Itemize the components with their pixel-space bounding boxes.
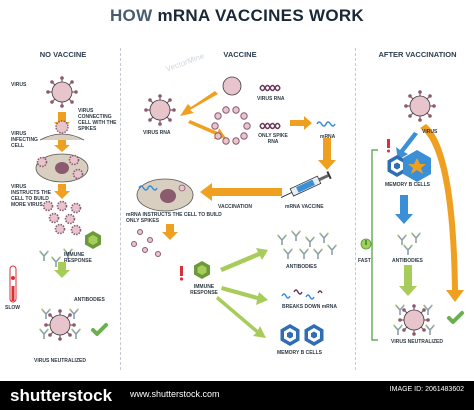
label-antibodies: ANTIBODIES	[74, 297, 105, 303]
slow-indicator-icon	[9, 265, 17, 303]
spike-rna-icon	[259, 122, 281, 130]
label-virus-instructs: VIRUS INSTRUCTS THE CELL TO BUILD MORE V…	[11, 184, 51, 208]
check-icon	[91, 323, 108, 336]
broken-mrna-icon	[281, 289, 323, 300]
virus-icon	[45, 75, 79, 109]
infected-cell-icon	[35, 153, 89, 183]
antibodies-after-icon	[396, 231, 422, 256]
memory-b-cell-large-icon	[403, 150, 431, 182]
label-slow: SLOW	[5, 305, 20, 311]
neutralized-virus-icon	[38, 307, 82, 342]
footer-image-id: IMAGE ID: 2061483602	[389, 386, 464, 393]
arrow-right-icon	[290, 116, 312, 130]
page-title: HOW mRNA VACCINES WORK	[109, 6, 365, 25]
arrow-left-icon	[180, 91, 218, 116]
label-memory-b-cells: MEMORY B CELLS	[385, 182, 431, 188]
label-immune-response: IMMUNE RESPONSE	[64, 252, 92, 264]
footer-site: www.shutterstock.com	[130, 389, 220, 399]
check-after-icon	[447, 311, 464, 324]
label-fast: FAST	[358, 258, 371, 264]
arrow-long-down-icon	[420, 124, 464, 302]
virus-after-icon	[403, 89, 437, 123]
spikes-cluster-icon	[131, 229, 161, 257]
arrow-down-icon	[54, 184, 70, 199]
arrow-down-left-icon	[396, 132, 418, 160]
arrow-down-icon	[399, 265, 417, 296]
alert-icon	[387, 139, 390, 153]
label-virus-rna-left: VIRUS RNA	[143, 130, 171, 136]
vaccinated-cell-icon	[136, 178, 194, 212]
label-virus-rna-top: VIRUS RNA	[257, 96, 285, 102]
memory-b-cells-icon	[280, 324, 324, 346]
arrow-up-right-icon	[220, 248, 268, 272]
arrow-left-icon	[200, 183, 282, 201]
arrow-down-icon	[318, 138, 336, 170]
label-virus-infecting: VIRUS INFECTING CELL	[11, 131, 38, 149]
arrow-down-icon	[54, 262, 70, 278]
section-no-vaccine: NO VACCINE	[39, 50, 87, 59]
label-breaks-down: BREAKS DOWN mRNA	[282, 304, 337, 310]
immune-cell-icon	[85, 231, 101, 249]
shutterstock-logo: shutterstock	[10, 386, 113, 405]
arrow-down-icon	[162, 224, 178, 240]
diagram-canvas	[9, 75, 464, 346]
divider-right	[355, 48, 356, 370]
label-vaccination: VACCINATION	[218, 204, 252, 210]
neutralized-virus-after-icon	[392, 303, 436, 337]
label-antibodies: ANTIBODIES	[286, 264, 317, 270]
virus-rna-left-icon	[143, 93, 177, 127]
label-virus-neutralized: VIRUS NEUTRALIZED	[34, 358, 86, 364]
label-virus-neutralized: VIRUS NEUTRALIZED	[391, 339, 443, 345]
label-virus: VIRUS	[422, 129, 438, 135]
arrow-down-icon	[395, 195, 413, 224]
label-mrna-vaccine: mRNA VACCINE	[285, 204, 324, 210]
arrow-down-icon	[54, 140, 70, 152]
label-only-spike-rna: ONLY SPIKE RNA	[258, 133, 288, 145]
divider-left	[120, 48, 121, 370]
arrow-down-right-icon	[216, 296, 266, 338]
red-alert-icon	[179, 266, 184, 281]
virus-vaccine-icon	[222, 76, 242, 96]
fast-indicator-icon	[360, 149, 378, 341]
immune-cell-icon	[194, 261, 210, 279]
label-mrna: mRNA	[320, 134, 336, 140]
label-memory-b-cells: MEMORY B CELLS	[277, 350, 323, 356]
label-antibodies: ANTIBODIES	[392, 258, 423, 264]
antibodies-cluster-icon	[276, 229, 338, 260]
virus-rna-top-icon	[259, 84, 281, 92]
label-mrna-instructs: mRNA INSTRUCTS THE CELL TO BUILD ONLY SP…	[126, 212, 222, 224]
section-vaccine: VACCINE	[223, 50, 257, 59]
section-after-vaccination: AFTER VACCINATION	[378, 50, 457, 59]
arrow-right-icon	[221, 286, 268, 305]
viral-shell-icon	[211, 106, 251, 145]
syringe-icon	[280, 171, 332, 198]
virus-connecting-icon	[39, 120, 85, 141]
label-virus-connecting: VIRUS CONNECTING CELL WITH THE SPIKES	[78, 108, 117, 132]
mrna-icon	[316, 121, 336, 127]
label-virus: VIRUS	[11, 82, 27, 88]
footer-bar: shutterstock www.shutterstock.com IMAGE …	[0, 381, 474, 410]
label-immune-response: IMMUNE RESPONSE	[190, 284, 218, 296]
